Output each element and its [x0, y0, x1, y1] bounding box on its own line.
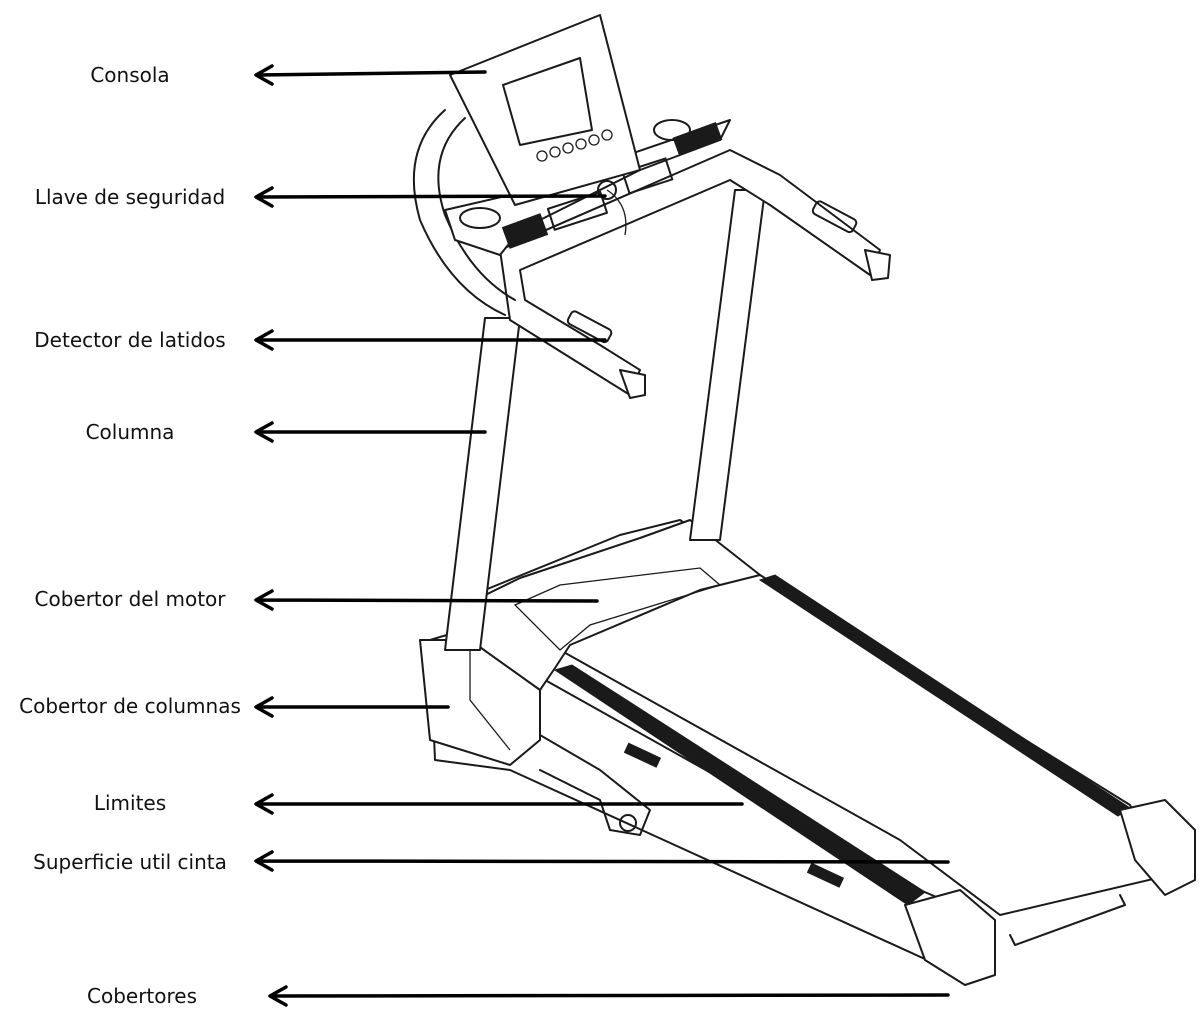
left-rail-stripe [553, 664, 926, 906]
arrow-cobertores [268, 985, 950, 1007]
left-column [444, 317, 521, 651]
label-consola: Consola [90, 63, 170, 87]
arrow-superficie [254, 850, 950, 872]
arrow-cobertor-motor [254, 589, 599, 611]
heart-sensor-right [811, 200, 858, 234]
speaker-left [501, 213, 549, 249]
label-cobertores: Cobertores [86, 984, 198, 1008]
heart-sensor-left [566, 310, 613, 344]
label-llave-de-seguridad: Llave de seguridad [34, 185, 226, 209]
side-arm-curve [412, 109, 506, 316]
cup-holder-left [459, 207, 501, 229]
rear-right-cap [1119, 799, 1196, 896]
arrow-llave [254, 186, 607, 208]
right-column [689, 189, 766, 541]
label-cobertor-de-columnas: Cobertor de columnas [19, 694, 241, 718]
arrow-columna [254, 421, 487, 443]
motor-cover-panel [513, 567, 722, 651]
label-cobertor-del-motor: Cobertor del motor [34, 587, 226, 611]
arrow-limites [254, 793, 744, 815]
label-columna: Columna [85, 420, 175, 444]
console-screen [502, 57, 593, 146]
label-limites: Limites [93, 791, 167, 815]
console-buttons [536, 129, 613, 162]
safety-key-icon [597, 180, 617, 200]
label-superficie-util-cinta: Superficie util cinta [33, 850, 227, 874]
arrow-consola [254, 64, 487, 86]
arrows [254, 64, 950, 1007]
under-frame [539, 734, 651, 836]
handlebar-frame [499, 149, 881, 396]
speaker-right [672, 122, 723, 156]
label-detector-de-latidos: Detector de latidos [34, 328, 226, 352]
rear-left-cap [904, 889, 996, 986]
left-grip-end [619, 369, 646, 399]
arrow-detector [254, 329, 607, 351]
arrow-cobertor-columnas [254, 696, 450, 718]
console-face [449, 14, 641, 206]
cup-holder-right [653, 119, 691, 141]
right-grip-end [864, 249, 891, 281]
wheel-icon [619, 814, 637, 832]
